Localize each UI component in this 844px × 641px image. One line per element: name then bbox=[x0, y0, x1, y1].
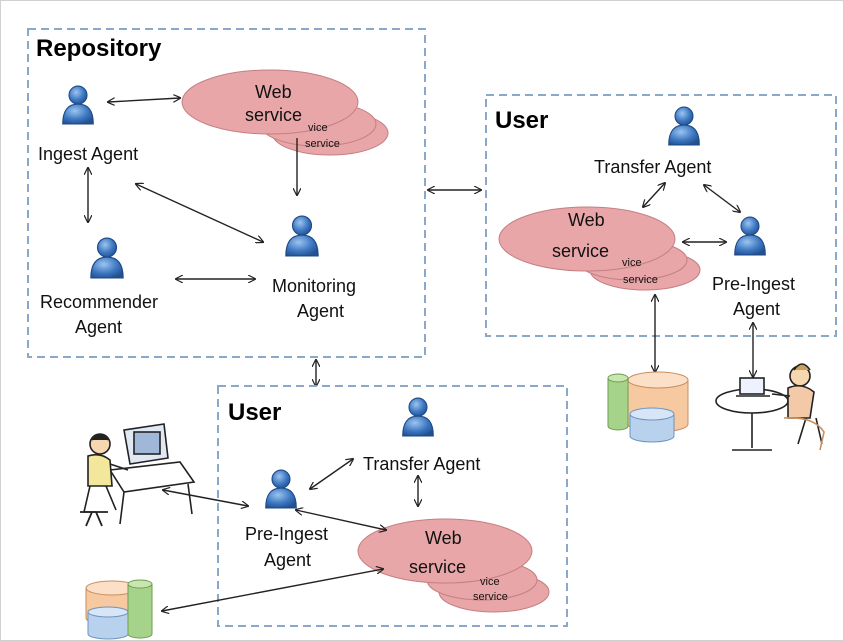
ws-label-2: service bbox=[409, 557, 466, 577]
ws-label-2: service bbox=[552, 241, 609, 261]
arrow-db-ws-bottom bbox=[162, 569, 383, 611]
arrow-ingest-ws bbox=[108, 98, 180, 102]
pre-ingest-agent-right-label-1: Pre-Ingest bbox=[712, 274, 795, 294]
ws-back-label-1: vice bbox=[308, 122, 328, 134]
transfer-agent-right-label: Transfer Agent bbox=[594, 157, 711, 177]
ws-ellipse-front bbox=[357, 518, 533, 584]
recommender-agent-icon bbox=[90, 237, 124, 279]
database-icon-right bbox=[607, 371, 689, 443]
arrow-ingest-monitoring bbox=[136, 184, 263, 242]
repository-title: Repository bbox=[36, 35, 162, 62]
transfer-agent-bottom-icon bbox=[402, 397, 434, 437]
database-icon-bottom bbox=[85, 579, 153, 640]
arrow-person-preingest-bottom bbox=[163, 490, 248, 506]
monitoring-agent-icon bbox=[285, 215, 319, 257]
ws-back-label-2: service bbox=[305, 138, 340, 150]
ws-back-label-1: vice bbox=[480, 576, 500, 588]
arrow-transfer-preingest-bottom bbox=[310, 459, 353, 489]
monitoring-agent-label-2: Agent bbox=[297, 301, 344, 321]
recommender-agent-label-2: Agent bbox=[75, 317, 122, 337]
ws-ellipse-front bbox=[181, 69, 359, 135]
transfer-agent-right-icon bbox=[668, 106, 700, 146]
pre-ingest-agent-bottom-label-1: Pre-Ingest bbox=[245, 524, 328, 544]
pre-ingest-agent-bottom-label-2: Agent bbox=[264, 550, 311, 570]
person-at-computer-icon bbox=[80, 423, 196, 527]
ws-ellipse-front bbox=[498, 206, 676, 272]
ws-back-label-2: service bbox=[623, 274, 658, 286]
pre-ingest-agent-right-icon bbox=[734, 216, 766, 256]
arrow-preingest-ws-bottom bbox=[296, 510, 386, 530]
transfer-agent-bottom-label: Transfer Agent bbox=[363, 454, 480, 474]
monitoring-agent-label-1: Monitoring bbox=[272, 276, 356, 296]
ingest-agent-icon bbox=[62, 85, 94, 125]
ws-label-1: Web bbox=[568, 210, 605, 230]
ws-label-2: service bbox=[245, 105, 302, 125]
repository-web-service: Web service vice service bbox=[181, 69, 389, 156]
ws-label-1: Web bbox=[255, 82, 292, 102]
user-bottom-web-service: Web service vice service bbox=[357, 518, 550, 613]
arrow-transfer-preingest-right bbox=[704, 185, 740, 212]
ingest-agent-label: Ingest Agent bbox=[38, 144, 138, 164]
user-right-title: User bbox=[495, 107, 548, 134]
arrow-transfer-ws-right bbox=[643, 183, 665, 207]
ws-back-label-2: service bbox=[473, 591, 508, 603]
user-right-web-service: Web service vice service bbox=[498, 206, 701, 291]
recommender-agent-label-1: Recommender bbox=[40, 292, 158, 312]
person-at-table-icon bbox=[715, 363, 825, 451]
ws-back-label-1: vice bbox=[622, 257, 642, 269]
pre-ingest-agent-right-label-2: Agent bbox=[733, 299, 780, 319]
ws-label-1: Web bbox=[425, 528, 462, 548]
repository-box bbox=[27, 28, 426, 358]
user-bottom-title: User bbox=[228, 399, 281, 426]
pre-ingest-agent-bottom-icon bbox=[265, 469, 297, 509]
user-right-box bbox=[485, 94, 837, 337]
